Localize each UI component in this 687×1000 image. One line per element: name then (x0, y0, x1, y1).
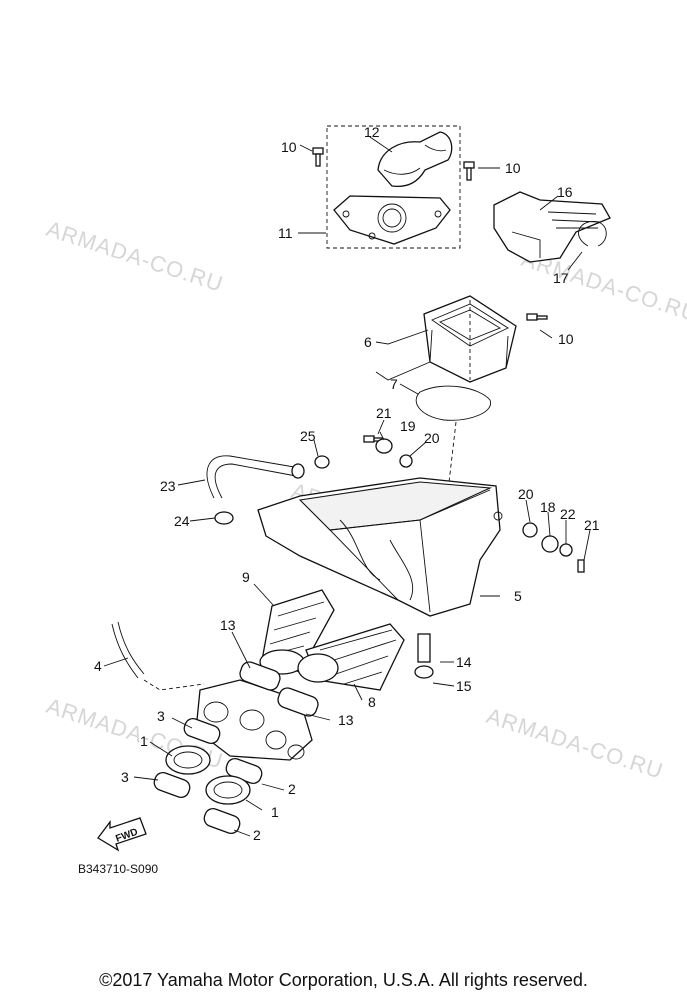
clamp-25-icon (314, 455, 330, 469)
clamp-13-icon (239, 661, 281, 691)
alignment-line (143, 679, 205, 691)
part-4-hose (111, 621, 145, 679)
callout-label: 13 (338, 712, 354, 728)
callout-label: 25 (300, 428, 316, 444)
callout-label: 5 (514, 588, 522, 604)
callout-label: 11 (278, 225, 293, 241)
callout-label: 4 (94, 658, 102, 674)
callout-label: 21 (584, 517, 600, 533)
clamp-15-icon (414, 665, 434, 679)
clamp-3-icon (153, 771, 191, 799)
part-14-hose (417, 633, 431, 663)
screw-icon (526, 313, 548, 321)
leader-lines (103, 136, 591, 837)
callout-label: 18 (540, 499, 556, 515)
callout-label: 19 (400, 418, 416, 434)
assembly-dashed-box (326, 125, 461, 249)
part-11-plate (333, 195, 451, 245)
grommet-icon (522, 522, 585, 573)
callout-label: 6 (364, 334, 372, 350)
joint-1-icon (205, 775, 251, 805)
callout-label: 20 (424, 430, 440, 446)
part-17-clip (578, 221, 607, 247)
callout-label: 15 (456, 678, 472, 694)
clamp-2-icon (203, 807, 241, 835)
joint-1-icon (165, 745, 211, 775)
callout-label: 10 (505, 160, 521, 176)
callout-label: 13 (220, 617, 236, 633)
callout-label: 7 (390, 376, 398, 392)
callout-label: 20 (518, 486, 534, 502)
clamp-13-icon (277, 687, 319, 717)
callout-label: 16 (557, 184, 573, 200)
callout-label: 10 (558, 331, 574, 347)
callout-label: 9 (242, 569, 250, 585)
hose-end (291, 463, 305, 479)
callout-label: 14 (456, 654, 472, 670)
callout-label: 3 (157, 708, 165, 724)
part-7-gasket (415, 385, 492, 421)
part-5-airbox (257, 477, 503, 617)
part-16-valve (493, 191, 611, 263)
copyright-notice: ©2017 Yamaha Motor Corporation, U.S.A. A… (99, 970, 588, 990)
diagram-code: B343710-S090 (78, 862, 159, 876)
callout-label: 3 (121, 769, 129, 785)
callout-label: 1 (140, 733, 148, 749)
callout-label: 8 (368, 694, 376, 710)
watermark: ARMADA-CO.RU (43, 216, 226, 297)
screw-icon (463, 161, 475, 181)
callout-label: 17 (553, 270, 569, 286)
callout-label: 10 (281, 139, 297, 155)
clamp-24-icon (214, 511, 234, 525)
part-8-boot (297, 623, 405, 691)
callout-label: 2 (288, 781, 296, 797)
callout-label: 23 (160, 478, 176, 494)
screw-icon (312, 147, 324, 167)
watermark: ARMADA-CO.RU (483, 703, 666, 784)
callout-label: 2 (253, 827, 261, 843)
callout-label: 24 (174, 513, 190, 529)
part-23-hose (206, 455, 301, 499)
part-9-boot (259, 589, 335, 675)
part-12-duct (377, 131, 453, 188)
callout-label: 1 (271, 804, 279, 820)
callout-label: 12 (364, 124, 380, 140)
callout-label: 21 (376, 405, 392, 421)
forward-arrow-icon: FWD (97, 817, 147, 852)
grommet-icon (363, 435, 413, 468)
callout-label: 22 (560, 506, 576, 522)
